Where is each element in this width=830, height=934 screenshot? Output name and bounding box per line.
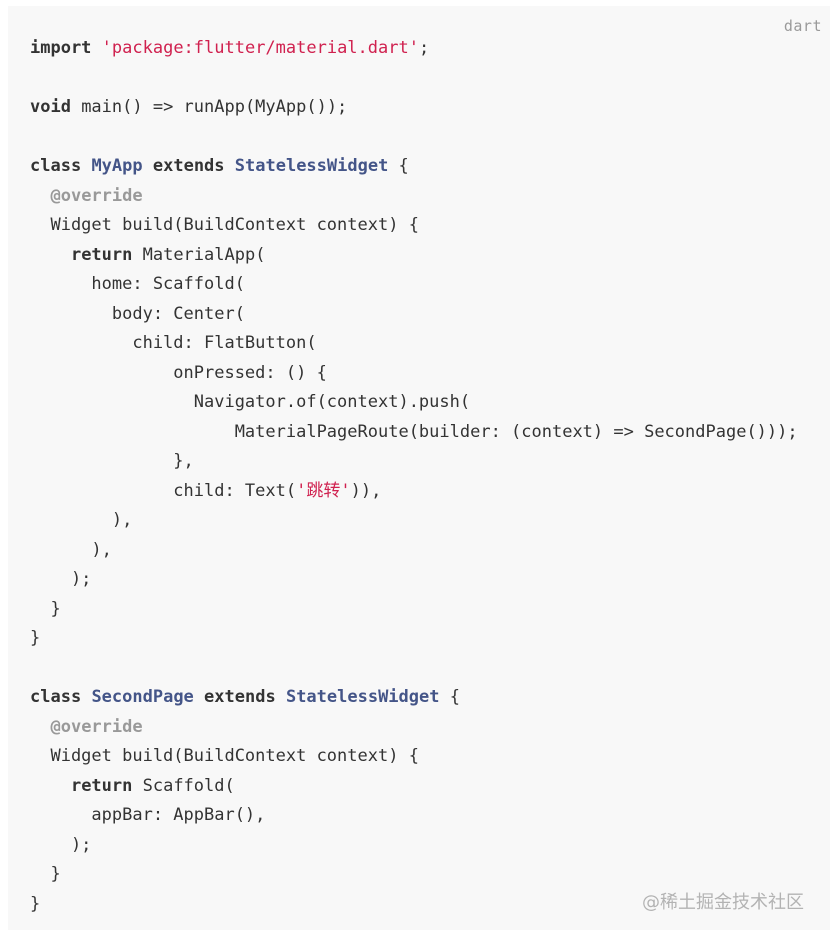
code-line: } xyxy=(30,595,798,625)
code-token xyxy=(81,687,91,707)
code-token: home: Scaffold( xyxy=(30,274,245,294)
code-token: MaterialPageRoute(builder: (context) => … xyxy=(30,421,798,442)
class-name-token: StatelessWidget xyxy=(234,156,389,176)
code-token: ), xyxy=(30,510,133,530)
code-line: class SecondPage extends StatelessWidget… xyxy=(30,683,798,713)
code-token: } xyxy=(30,628,41,648)
code-token: ; xyxy=(418,38,430,58)
keyword-token: return xyxy=(70,244,133,265)
class-name-token: SecondPage xyxy=(91,687,194,707)
code-token: { xyxy=(388,156,409,176)
code-line: MaterialPageRoute(builder: (context) => … xyxy=(30,418,798,448)
code-line: import 'package:flutter/material.dart'; xyxy=(30,34,798,64)
code-line: child: Text('跳转')), xyxy=(30,477,798,507)
code-token: ); xyxy=(30,834,92,855)
code-token: onPressed: () { xyxy=(30,362,327,383)
code-line: appBar: AppBar(), xyxy=(30,801,798,831)
code-token: Widget build(BuildContext context) { xyxy=(30,215,419,235)
code-block: dart import 'package:flutter/material.da… xyxy=(8,6,830,930)
code-token: )), xyxy=(350,480,382,501)
code-line: Navigator.of(context).push( xyxy=(30,388,798,418)
code-token: child: FlatButton( xyxy=(30,333,317,353)
code-line: @override xyxy=(30,713,798,743)
keyword-token: return xyxy=(70,775,133,796)
code-line: }, xyxy=(30,447,798,477)
code-token: Navigator.of(context).push( xyxy=(30,392,471,412)
keyword-token: class xyxy=(30,687,82,707)
class-name-token: MyApp xyxy=(91,156,143,176)
code-token xyxy=(30,776,71,796)
code-line: ), xyxy=(30,506,798,536)
watermark: @稀土掘金技术社区 xyxy=(642,892,804,913)
annotation-token: @override xyxy=(50,185,143,206)
code-token: ), xyxy=(30,539,112,560)
code-token: ); xyxy=(30,569,92,589)
string-token: 'package:flutter/material.dart' xyxy=(101,38,419,58)
code-line: @override xyxy=(30,182,798,212)
code-line: Widget build(BuildContext context) { xyxy=(30,211,798,241)
language-label: dart xyxy=(783,17,822,35)
code-line: return Scaffold( xyxy=(30,772,798,802)
keyword-token: class xyxy=(30,156,82,176)
code-token: child: Text( xyxy=(30,480,297,501)
code-token xyxy=(91,38,101,58)
code-line: ); xyxy=(30,831,798,861)
code-token xyxy=(30,186,50,206)
code-token: } xyxy=(30,598,61,619)
code-line: } xyxy=(30,860,798,890)
code-line: void main() => runApp(MyApp()); xyxy=(30,93,798,123)
code-token: { xyxy=(439,687,460,707)
code-line: } xyxy=(30,624,798,654)
code-line: return MaterialApp( xyxy=(30,241,798,271)
code-token xyxy=(276,687,286,707)
keyword-token: void xyxy=(30,97,71,117)
code-token: body: Center( xyxy=(30,303,245,324)
code-line: body: Center( xyxy=(30,300,798,330)
code-line: ), xyxy=(30,536,798,566)
code-line: class MyApp extends StatelessWidget { xyxy=(30,152,798,182)
code-line: child: FlatButton( xyxy=(30,329,798,359)
code-token xyxy=(194,687,204,707)
code-line: } xyxy=(30,890,798,920)
code-token: } xyxy=(30,893,41,914)
keyword-token: extends xyxy=(152,156,225,176)
code-line xyxy=(30,123,798,153)
code-token xyxy=(30,717,50,737)
code-token: Scaffold( xyxy=(132,775,235,796)
code-token xyxy=(143,156,153,176)
class-name-token: StatelessWidget xyxy=(285,687,440,707)
code-content[interactable]: import 'package:flutter/material.dart'; … xyxy=(30,34,798,919)
code-token: main() => runApp(MyApp()); xyxy=(70,97,348,117)
code-token: appBar: AppBar(), xyxy=(30,805,266,825)
code-token: }, xyxy=(30,451,194,471)
annotation-token: @override xyxy=(50,716,143,737)
code-token: } xyxy=(30,864,61,884)
code-token xyxy=(30,245,71,265)
code-token xyxy=(81,156,91,176)
code-line: onPressed: () { xyxy=(30,359,798,389)
code-line: Widget build(BuildContext context) { xyxy=(30,742,798,772)
code-line: home: Scaffold( xyxy=(30,270,798,300)
string-token: '跳转' xyxy=(296,480,351,501)
code-token: MaterialApp( xyxy=(132,244,266,265)
code-line xyxy=(30,64,798,94)
code-line xyxy=(30,654,798,684)
keyword-token: import xyxy=(30,38,92,58)
code-token: Widget build(BuildContext context) { xyxy=(30,746,419,766)
code-line: ); xyxy=(30,565,798,595)
code-token xyxy=(225,156,235,176)
keyword-token: extends xyxy=(204,687,276,707)
